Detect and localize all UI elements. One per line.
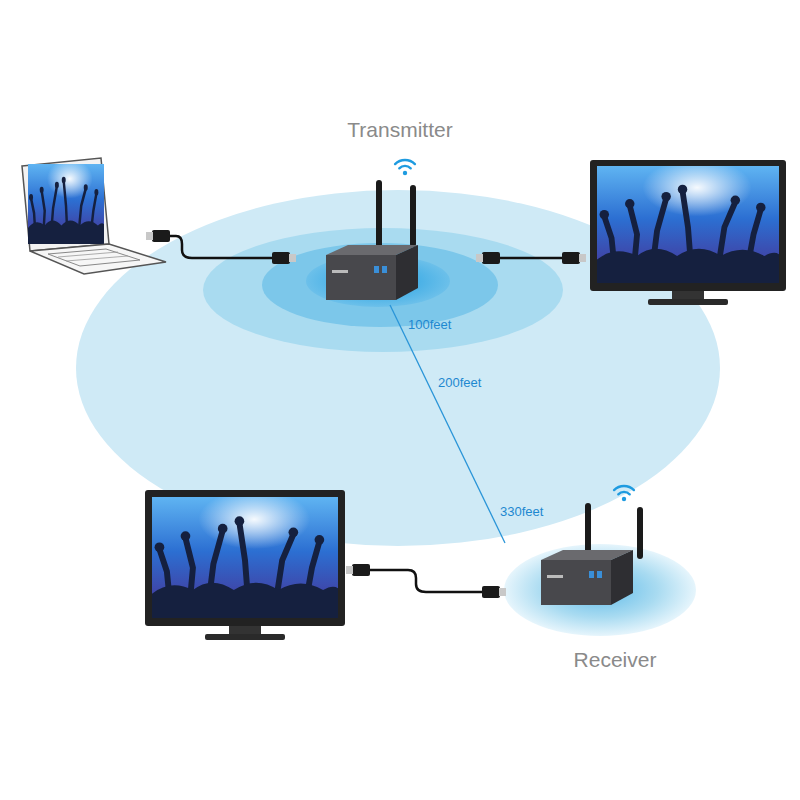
range-line <box>390 305 505 543</box>
device-node: Transmitter <box>320 118 480 305</box>
range-middle <box>203 228 563 352</box>
monitor-right <box>590 159 786 305</box>
hdmi-plugs <box>146 230 586 598</box>
device-label: Transmitter <box>347 118 452 142</box>
receiver-range <box>504 544 696 636</box>
distance-label: 330feet <box>500 504 543 520</box>
wifi-icon <box>395 160 415 175</box>
monitor-left <box>145 490 345 640</box>
range-core <box>306 255 450 307</box>
hdmi-cables <box>170 236 562 592</box>
receiver-device <box>541 503 643 605</box>
device-node: Receiver <box>505 520 725 680</box>
laptop <box>22 158 166 274</box>
transmitter-device <box>326 180 418 300</box>
distance-label: 200feet <box>438 375 481 391</box>
wifi-icon <box>614 486 634 501</box>
range-inner <box>262 243 498 327</box>
distance-label: 100feet <box>408 317 451 333</box>
device-label: Receiver <box>574 648 657 672</box>
